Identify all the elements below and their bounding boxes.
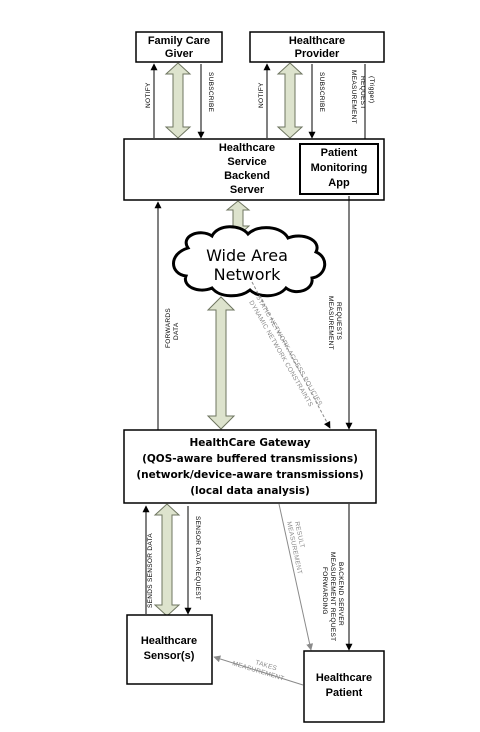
healthcare-provider-node: Healthcare Provider [249,31,385,63]
family-care-giver-line2: Giver [165,48,194,60]
wan-line1: Wide Area [206,246,288,265]
sensors-line2: Sensor(s) [144,650,195,662]
measurement-request-label-1: MEASUREMENT [350,70,357,124]
pma-line2: Monitoring [311,162,368,174]
subscribe-label: SUBSCRIBE [207,72,214,113]
takes-measurement-arrow [213,655,304,686]
network-policies-label-1: STATIC NETWORK ACCESS POLICIES [254,295,323,408]
forwards-data-label-1: FORWARDS [165,308,172,348]
caregiver-backend-connector [164,62,192,139]
backend-line3: Backend [224,170,270,182]
pma-line1: Patient [321,147,358,159]
gateway-sensor-connector [153,503,181,617]
backend-line2: Service [227,156,266,168]
healthcare-provider-line1: Healthcare [289,35,345,47]
measurement-request-label-3: (Trigger) [368,76,375,103]
sensor-data-request-label: SENSOR DATA REQUEST [194,516,201,600]
wide-area-network-cloud: Wide Area Network [172,225,327,298]
healthcare-gateway-node: HealthCare Gateway (QOS-aware buffered t… [123,429,377,504]
sends-sensor-data-label: SENDS SENSOR DATA [147,533,154,608]
wan-gateway-connector [206,296,236,430]
gateway-line1: HealthCare Gateway [190,437,311,449]
provider-backend-connector [276,62,304,139]
network-policies-label-2: DYNAMIC NETWORK CONSTRAINTS [247,300,314,409]
measurement-request-label-2: REQUEST [359,76,366,110]
healthcare-provider-line2: Provider [295,48,340,60]
notify-label-2: NOTIFY [258,82,265,108]
sensors-line1: Healthcare [141,635,197,647]
backend-line1: Healthcare [219,142,275,154]
patient-line1: Healthcare [316,672,372,684]
subscribe-label-2: SUBSCRIBE [318,72,325,113]
backend-forwarding-label-2: MEASUREMENT REQUEST [329,552,336,641]
wan-line2: Network [214,265,282,284]
gateway-line3: (network/device-aware transmissions) [136,469,363,481]
backend-line4: Server [230,184,265,196]
family-care-giver-line1: Family Care [148,35,210,47]
backend-forwarding-label-1: BACKEND SERVER [337,562,344,626]
healthcare-sensors-node: Healthcare Sensor(s) [126,614,213,685]
gateway-line4: (local data analysis) [190,485,310,497]
requests-measurement-label-2: MEASUREMENT [327,296,334,350]
pma-line3: App [328,177,350,189]
forwards-data-label-2: DATA [173,322,180,340]
network-policies-arrow [251,281,331,429]
patient-monitoring-app-node: Patient Monitoring App [299,143,379,195]
notify-label: NOTIFY [145,82,152,108]
requests-measurement-label-1: REQUESTS [335,302,342,341]
healthcare-patient-node: Healthcare Patient [303,650,385,723]
family-care-giver-node: Family Care Giver [135,31,223,63]
gateway-line2: (QOS-aware buffered transmissions) [142,453,358,465]
backend-forwarding-label-3: FORWARDING [321,567,328,615]
patient-line2: Patient [326,687,363,699]
measurement-result-arrow [278,503,314,651]
